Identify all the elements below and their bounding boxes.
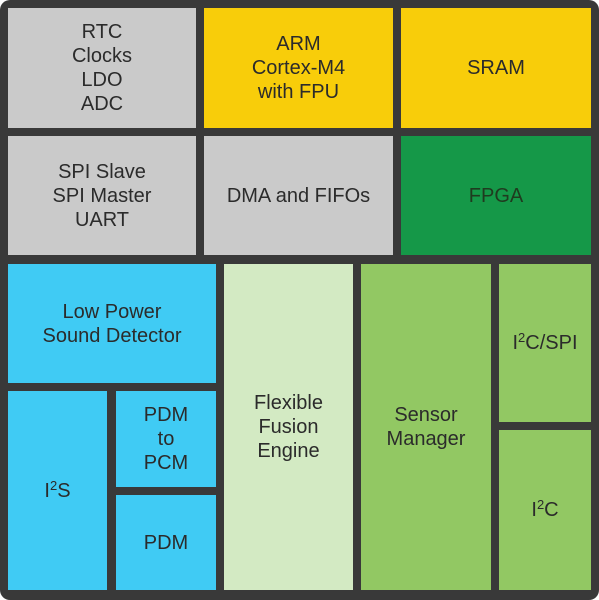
block-label-line: to: [157, 428, 175, 450]
block-label-line: I2C: [531, 498, 558, 522]
i2c-spi-block: I2C/SPI: [499, 264, 591, 422]
block-label-line: Engine: [257, 440, 320, 462]
i2c-suffix: C: [544, 499, 559, 521]
spi-uart-block: SPI Slave SPI Master UART: [8, 136, 196, 255]
block-label-line: PDM: [143, 404, 189, 426]
block-label-line: Flexible: [254, 392, 323, 414]
block-label-line: ARM: [276, 33, 321, 55]
fpga-block: FPGA: [401, 136, 591, 255]
pdm-to-pcm-block: PDM to PCM: [116, 391, 216, 487]
block-label-line: UART: [74, 208, 130, 231]
arm-cortex-m4-block: ARM Cortex-M4 with FPU: [204, 8, 393, 128]
block-label-line: Low Power: [62, 300, 162, 323]
i2c-spi-prefix: I: [512, 332, 519, 354]
flexible-fusion-engine-block: Flexible Fusion Engine: [224, 264, 353, 590]
i2c-block: I2C: [499, 430, 591, 590]
block-label-line: Fusion: [258, 416, 319, 438]
sram-block: SRAM: [401, 8, 591, 128]
block-label-line: Cortex-M4: [251, 57, 346, 79]
block-label-line: PCM: [143, 452, 189, 474]
block-label-line: FPGA: [468, 184, 524, 207]
block-label-line: Sound Detector: [42, 324, 182, 347]
block-label-line: SRAM: [467, 57, 525, 79]
i2c-superscript: 2: [536, 497, 545, 512]
i2s-prefix: I: [44, 479, 50, 502]
i2c-spi-suffix: C/SPI: [525, 332, 578, 354]
block-label-line: DMA and FIFOs: [226, 184, 371, 207]
i2c-prefix: I: [531, 499, 537, 521]
block-label-line: I2S: [44, 479, 70, 503]
block-label-line: RTC: [81, 21, 123, 43]
block-label-line: SPI Master: [52, 184, 152, 207]
block-label-line: with FPU: [257, 81, 340, 103]
block-label-line: PDM: [143, 531, 189, 554]
block-label-line: I2C/SPI: [512, 331, 577, 355]
i2c-spi-superscript: 2: [518, 330, 526, 345]
i2s-suffix: S: [57, 479, 71, 502]
dma-fifos-block: DMA and FIFOs: [204, 136, 393, 255]
block-label-line: ADC: [80, 93, 124, 115]
block-label-line: Clocks: [71, 45, 132, 67]
low-power-sound-detector-block: Low Power Sound Detector: [8, 264, 216, 383]
block-label-line: Manager: [386, 428, 466, 450]
i2s-block: I2S: [8, 391, 107, 590]
sensor-manager-block: Sensor Manager: [361, 264, 491, 590]
block-label-line: LDO: [81, 69, 123, 91]
pdm-block: PDM: [116, 495, 216, 590]
i2s-superscript: 2: [49, 477, 58, 493]
block-label-line: SPI Slave: [58, 160, 146, 183]
block-label-line: Sensor: [394, 404, 458, 426]
rtc-clocks-ldo-adc-block: RTC Clocks LDO ADC: [8, 8, 196, 128]
